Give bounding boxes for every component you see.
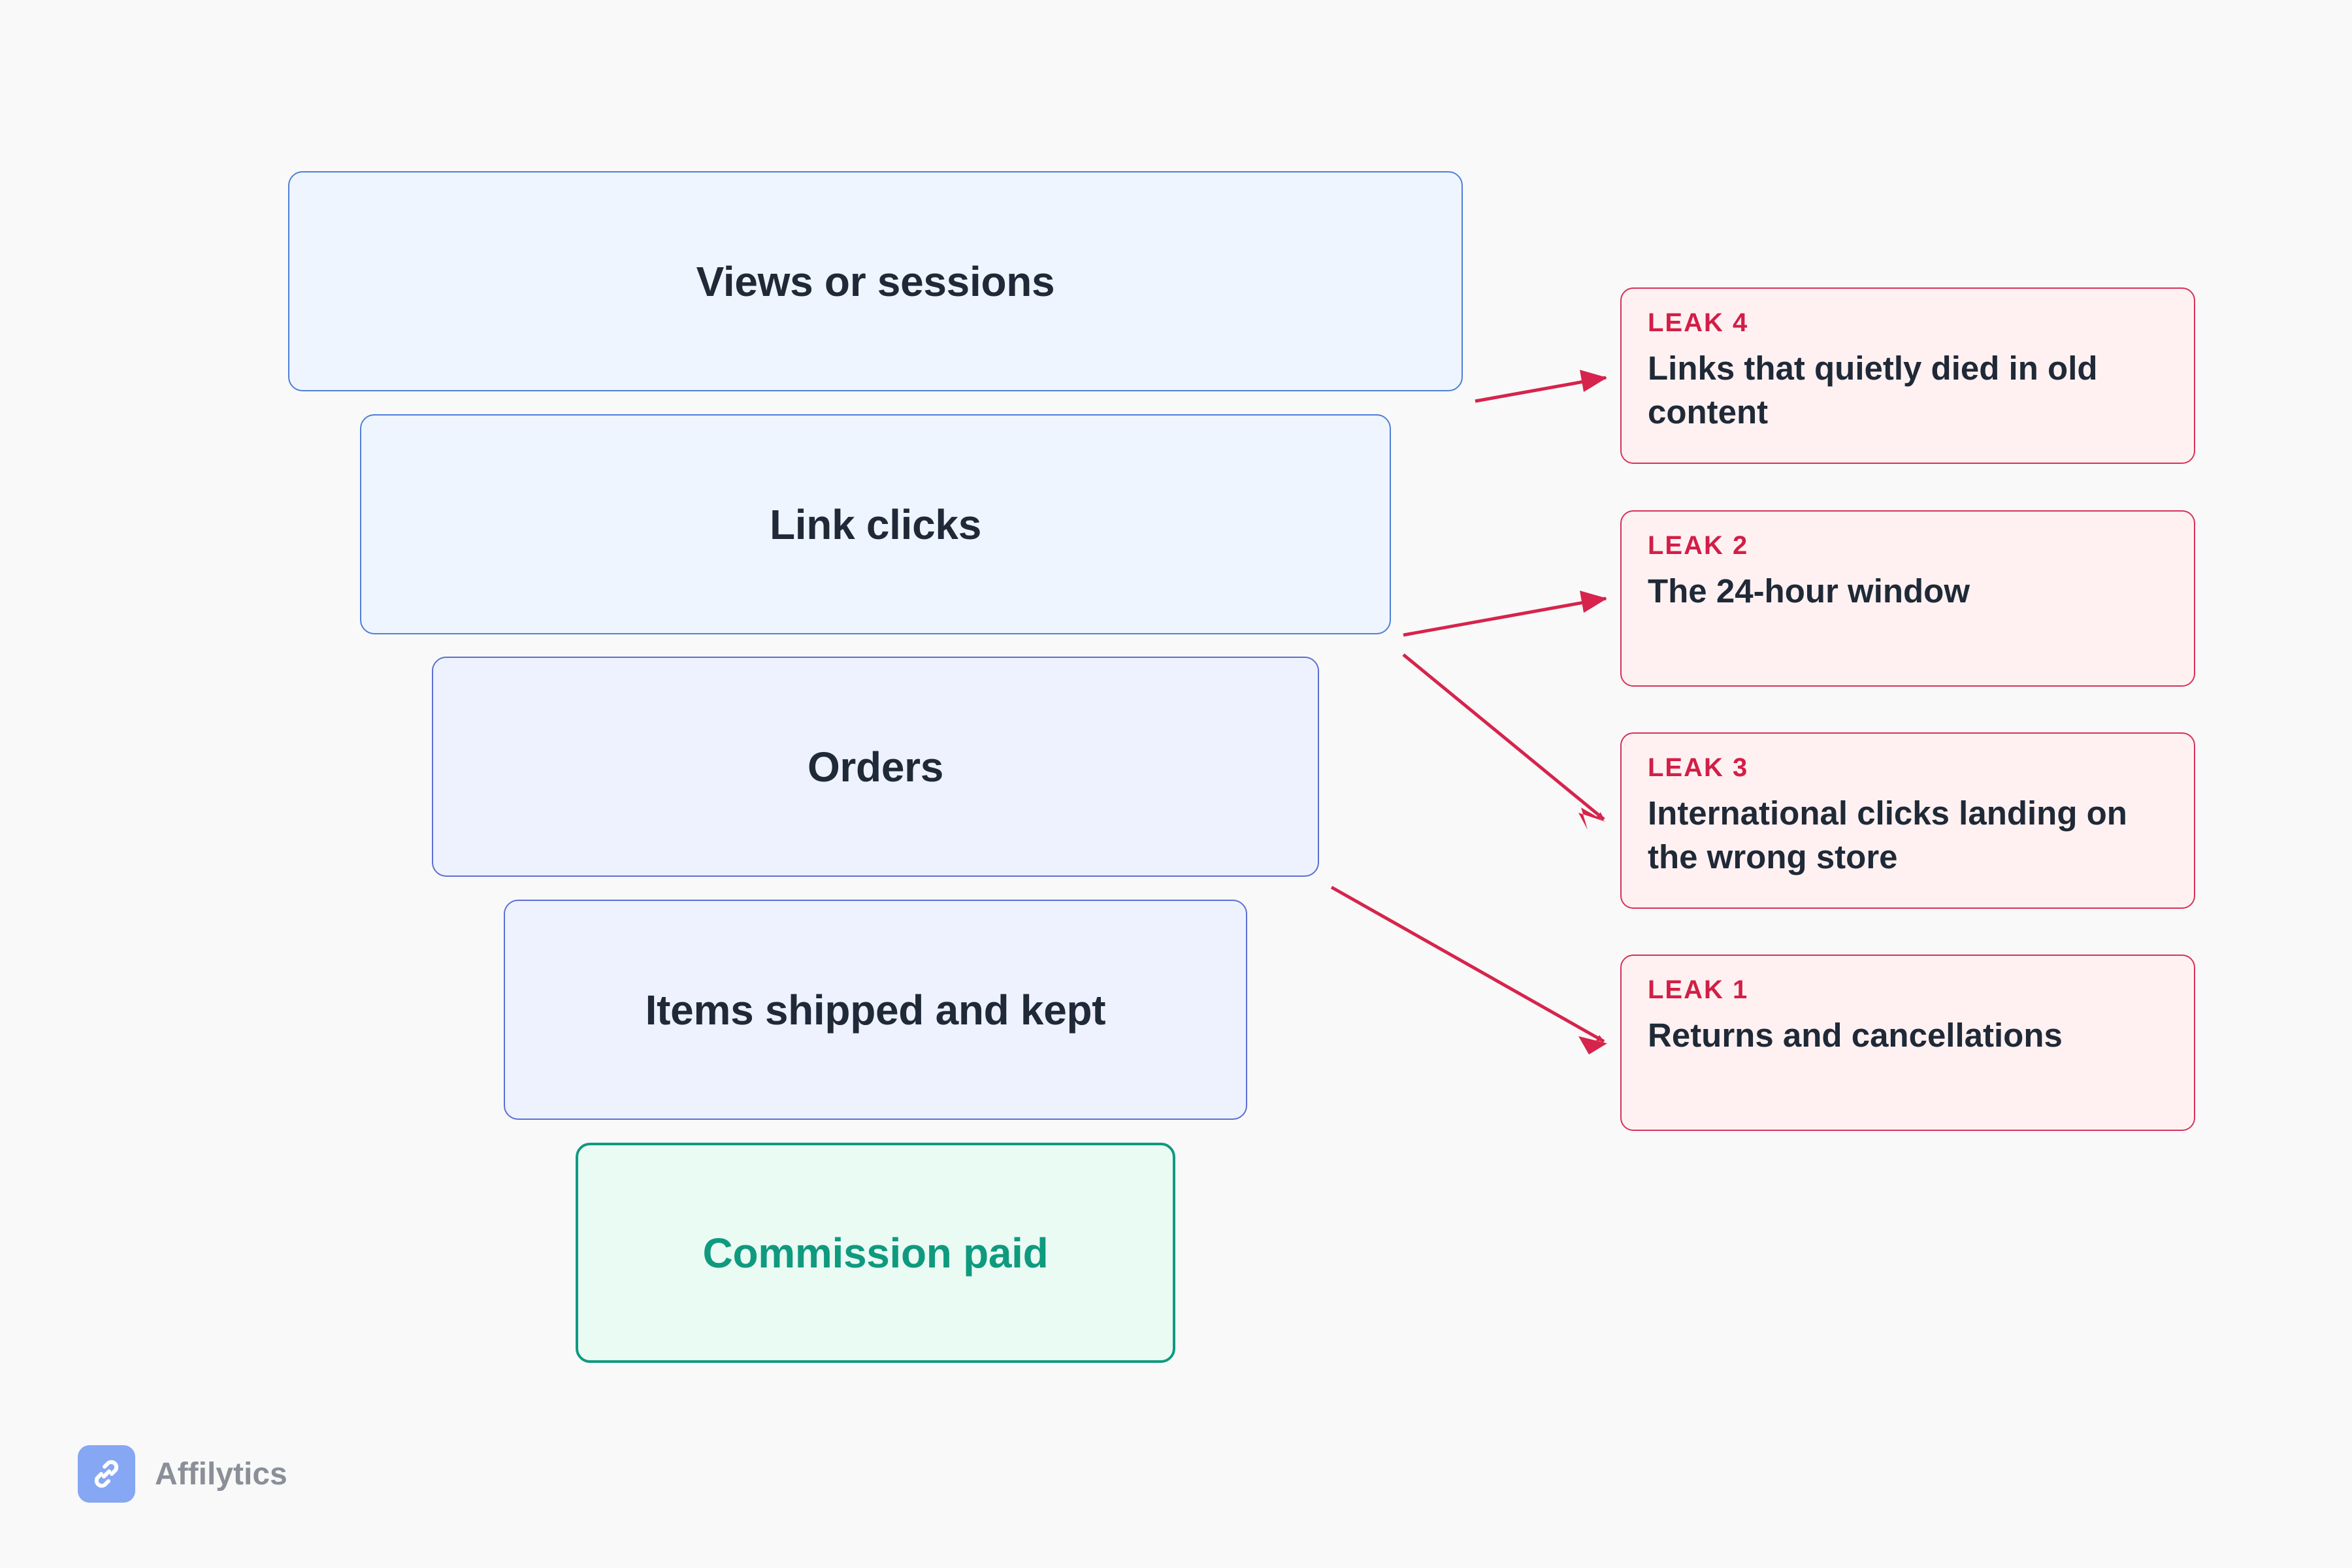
arrow-to-leak-3 [1402,653,1605,821]
leak-tag: LEAK 2 [1648,531,1749,560]
leak-description: Returns and cancellations [1648,1017,2063,1054]
arrow-to-leak-1 [1330,885,1605,1043]
funnel-stage-link-clicks: Link clicks [360,414,1391,634]
arrow-to-leak-2 [1403,596,1607,637]
leak-description: The 24-hour window [1648,572,1970,610]
leak-description: International clicks landing on the wron… [1648,794,2127,876]
leak-tag: LEAK 1 [1648,975,1749,1004]
stage-label: Items shipped and kept [645,986,1106,1034]
leak-card-3: LEAK 3 International clicks landing on t… [1620,732,2195,909]
stage-label: Link clicks [770,500,981,548]
brand: Affilytics [78,1445,287,1503]
arrowhead-leak-1 [1578,1036,1607,1054]
brand-name: Affilytics [155,1456,287,1492]
leak-tag: LEAK 3 [1648,753,1749,782]
funnel-stage-items-kept: Items shipped and kept [504,900,1247,1120]
funnel-stage-orders: Orders [432,657,1319,877]
leak-card-1: LEAK 1 Returns and cancellations [1620,955,2195,1131]
leak-description: Links that quietly died in old content [1648,350,2098,431]
funnel-stage-views: Views or sessions [288,171,1463,391]
arrowhead-leak-2 [1580,591,1607,613]
leak-card-2: LEAK 2 The 24-hour window [1620,510,2195,687]
link-icon [78,1445,135,1503]
stage-label: Commission paid [702,1229,1049,1277]
stage-label: Views or sessions [696,257,1055,305]
funnel-stage-commission: Commission paid [576,1143,1175,1363]
stage-label: Orders [807,743,944,791]
arrowhead-leak-3 [1578,808,1606,830]
arrowhead-leak-4 [1580,370,1607,392]
leak-tag: LEAK 4 [1648,308,1749,337]
leak-card-4: LEAK 4 Links that quietly died in old co… [1620,287,2195,464]
